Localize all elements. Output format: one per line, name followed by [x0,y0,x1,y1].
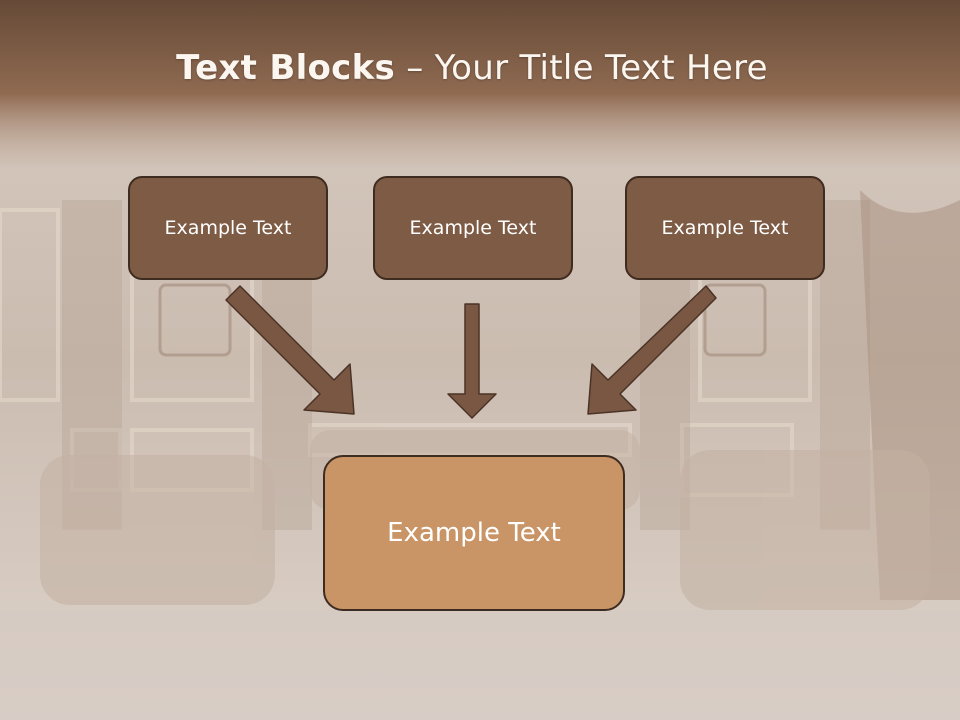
arrow-left-diagonal [225,285,355,415]
slide-title: Text Blocks – Your Title Text Here [0,48,944,88]
top-box-left[interactable]: Example Text [128,176,328,280]
title-dash: – [395,48,435,88]
top-box-right-label: Example Text [661,217,789,239]
bottom-box-label: Example Text [387,518,561,548]
title-bold-part: Text Blocks [176,48,396,88]
arrow-right-diagonal [587,285,717,415]
top-box-left-label: Example Text [164,217,292,239]
bottom-box[interactable]: Example Text [323,455,625,611]
top-box-center-label: Example Text [409,217,537,239]
top-box-right[interactable]: Example Text [625,176,825,280]
top-box-center[interactable]: Example Text [373,176,573,280]
title-regular-part: Your Title Text Here [434,48,768,88]
arrow-center-down [447,303,497,419]
